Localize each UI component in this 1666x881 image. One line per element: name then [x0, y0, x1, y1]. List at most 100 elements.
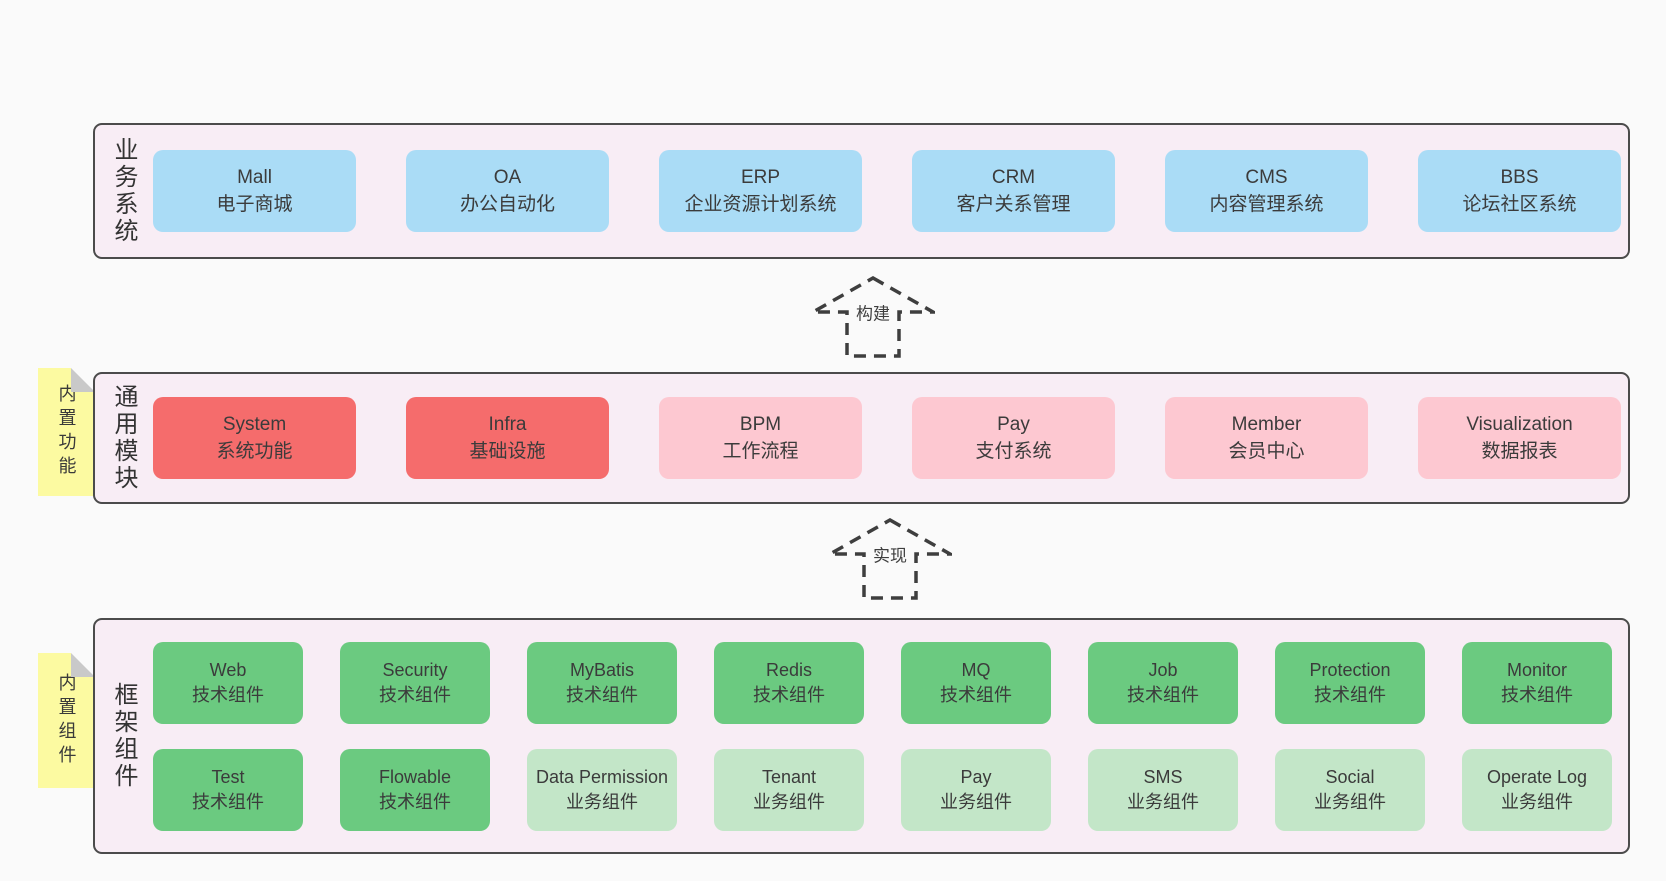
module-title: Pay	[997, 414, 1030, 435]
component-subtitle: 技术组件	[192, 791, 264, 812]
module-subtitle: 电子商城	[216, 194, 293, 215]
component-subtitle: 业务组件	[940, 791, 1012, 812]
module-title: Mall	[237, 167, 272, 188]
note-label: 内置功能	[56, 384, 77, 480]
components-row-1: Web 技术组件 Security 技术组件 MyBatis 技术组件 Redi…	[153, 641, 1612, 724]
module-title: Infra	[488, 414, 527, 435]
module-box-cms: CMS 内容管理系统	[1165, 150, 1368, 232]
component-box-social: Social 业务组件	[1275, 748, 1425, 831]
module-title: ERP	[740, 167, 781, 188]
module-subtitle: 客户关系管理	[956, 194, 1071, 215]
component-box-mybatis: MyBatis 技术组件	[527, 641, 677, 724]
module-subtitle: 会员中心	[1228, 441, 1305, 462]
component-subtitle: 技术组件	[192, 684, 264, 705]
component-title: Pay	[960, 766, 992, 787]
common-modules-boxes: System 系统功能 Infra 基础设施 BPM 工作流程 Pay 支付系统…	[153, 374, 1621, 502]
components-row-2: Test 技术组件 Flowable 技术组件 Data Permission …	[153, 748, 1612, 831]
module-subtitle: 内容管理系统	[1209, 194, 1324, 215]
component-subtitle: 技术组件	[1501, 684, 1573, 705]
band-label-common-modules: 通用模块	[110, 384, 137, 492]
arrow-label-build: 构建	[853, 298, 893, 326]
module-box-oa: OA 办公自动化	[406, 150, 609, 232]
module-box-visualization: Visualization 数据报表	[1418, 397, 1621, 479]
component-title: Redis	[765, 659, 813, 680]
component-title: MQ	[961, 659, 991, 680]
component-title: Monitor	[1506, 659, 1568, 680]
module-box-mall: Mall 电子商城	[153, 150, 356, 232]
component-subtitle: 技术组件	[379, 684, 451, 705]
module-box-pay: Pay 支付系统	[912, 397, 1115, 479]
component-box-test: Test 技术组件	[153, 748, 303, 831]
sticky-note-builtin-features: 内置功能	[38, 368, 95, 496]
module-box-bbs: BBS 论坛社区系统	[1418, 150, 1621, 232]
component-box-monitor: Monitor 技术组件	[1462, 641, 1612, 724]
band-common-modules: 通用模块 System 系统功能 Infra 基础设施 BPM 工作流程 Pay…	[93, 372, 1630, 504]
build-arrow: 构建	[811, 276, 935, 358]
component-box-redis: Redis 技术组件	[714, 641, 864, 724]
band-label-framework-components: 框架组件	[110, 682, 137, 790]
component-title: Tenant	[761, 766, 817, 787]
sticky-note-builtin-components: 内置组件	[38, 653, 95, 788]
component-title: Operate Log	[1486, 766, 1588, 787]
arrow-label-implement: 实现	[870, 540, 910, 568]
component-subtitle: 业务组件	[566, 791, 638, 812]
band-framework-components: 框架组件 Web 技术组件 Security 技术组件 MyBatis 技术组件…	[93, 618, 1630, 854]
module-subtitle: 论坛社区系统	[1462, 194, 1577, 215]
module-subtitle: 企业资源计划系统	[684, 194, 837, 215]
module-box-infra: Infra 基础设施	[406, 397, 609, 479]
module-title: BBS	[1500, 167, 1539, 188]
component-title: Social	[1325, 766, 1375, 787]
module-box-crm: CRM 客户关系管理	[912, 150, 1115, 232]
component-box-sms: SMS 业务组件	[1088, 748, 1238, 831]
component-title: Security	[382, 659, 448, 680]
component-title: Test	[211, 766, 245, 787]
band-label-business-systems: 业务系统	[110, 137, 137, 245]
component-title: Protection	[1309, 659, 1391, 680]
component-subtitle: 技术组件	[379, 791, 451, 812]
module-subtitle: 系统功能	[216, 441, 293, 462]
component-title: Data Permission	[535, 766, 669, 787]
module-subtitle: 数据报表	[1481, 441, 1558, 462]
module-box-erp: ERP 企业资源计划系统	[659, 150, 862, 232]
component-title: Web	[209, 659, 247, 680]
module-title: System	[222, 414, 287, 435]
module-subtitle: 支付系统	[975, 441, 1052, 462]
framework-components-grid: Web 技术组件 Security 技术组件 MyBatis 技术组件 Redi…	[153, 620, 1612, 852]
component-box-web: Web 技术组件	[153, 641, 303, 724]
component-title: Job	[1148, 659, 1178, 680]
component-subtitle: 技术组件	[1314, 684, 1386, 705]
module-title: CMS	[1245, 167, 1288, 188]
component-subtitle: 技术组件	[940, 684, 1012, 705]
module-title: BPM	[739, 414, 782, 435]
folded-corner-icon	[71, 653, 95, 677]
module-box-system: System 系统功能	[153, 397, 356, 479]
component-box-data-permission: Data Permission 业务组件	[527, 748, 677, 831]
module-title: Visualization	[1466, 414, 1573, 435]
component-box-protection: Protection 技术组件	[1275, 641, 1425, 724]
band-business-systems: 业务系统 Mall 电子商城 OA 办公自动化 ERP 企业资源计划系统 CRM…	[93, 123, 1630, 259]
component-box-pay: Pay 业务组件	[901, 748, 1051, 831]
component-subtitle: 技术组件	[753, 684, 825, 705]
component-title: SMS	[1143, 766, 1183, 787]
component-box-operate-log: Operate Log 业务组件	[1462, 748, 1612, 831]
module-box-member: Member 会员中心	[1165, 397, 1368, 479]
business-systems-boxes: Mall 电子商城 OA 办公自动化 ERP 企业资源计划系统 CRM 客户关系…	[153, 125, 1621, 257]
folded-corner-icon	[71, 368, 95, 392]
note-label: 内置组件	[56, 672, 77, 769]
component-subtitle: 业务组件	[1127, 791, 1199, 812]
component-box-security: Security 技术组件	[340, 641, 490, 724]
component-subtitle: 技术组件	[566, 684, 638, 705]
module-title: Member	[1231, 414, 1302, 435]
module-subtitle: 工作流程	[722, 441, 799, 462]
component-subtitle: 技术组件	[1127, 684, 1199, 705]
component-subtitle: 业务组件	[1314, 791, 1386, 812]
component-box-mq: MQ 技术组件	[901, 641, 1051, 724]
implement-arrow: 实现	[828, 518, 952, 600]
module-box-bpm: BPM 工作流程	[659, 397, 862, 479]
module-subtitle: 办公自动化	[459, 194, 555, 215]
component-title: MyBatis	[569, 659, 634, 680]
component-title: Flowable	[378, 766, 452, 787]
component-subtitle: 业务组件	[1501, 791, 1573, 812]
module-title: OA	[493, 167, 522, 188]
